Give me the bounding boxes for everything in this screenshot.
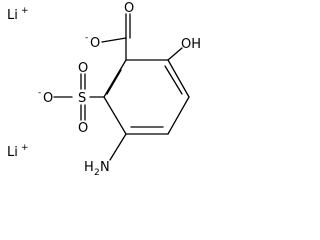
structure-canvas: Li + Li + O - O OH S - O O O H 2 N bbox=[7, 1, 202, 178]
bond-ring-amino bbox=[109, 133, 127, 161]
amino-hydrogen: H bbox=[84, 160, 94, 175]
sulfonate-oxygen-anion: - O bbox=[38, 88, 53, 106]
oxygen-charge: - bbox=[38, 88, 41, 98]
ring-bond-c5-c6 bbox=[167, 59, 190, 98]
ring-bond-c1-c2 bbox=[103, 59, 127, 98]
ring-bond-c4-c5 bbox=[167, 96, 190, 135]
amino-nitrogen: N bbox=[100, 160, 110, 175]
li-charge: + bbox=[21, 143, 29, 153]
bond-ring-hydroxyl bbox=[167, 47, 183, 61]
li-cation-bottom: Li + bbox=[7, 143, 29, 160]
carboxyl-oxygen-anion: - O bbox=[85, 33, 100, 51]
carboxyl-oxygen-double: O bbox=[124, 1, 134, 16]
oxygen-charge: - bbox=[85, 33, 88, 43]
li-symbol: Li bbox=[7, 8, 18, 23]
structure-diagram: Li + Li + O - O OH S - O O O H 2 N bbox=[7, 1, 201, 178]
li-charge: + bbox=[21, 6, 29, 16]
amino-hydrogen-count: 2 bbox=[94, 168, 100, 178]
sulfur-atom: S bbox=[78, 91, 86, 106]
oxygen-symbol: O bbox=[43, 91, 53, 106]
ring-bond-c5-c6-inner bbox=[164, 65, 183, 95]
ring-bond-c2-c3 bbox=[103, 96, 127, 135]
amino-group: H 2 N bbox=[84, 160, 110, 178]
bond-carboxyl-c-o-minus bbox=[101, 37, 127, 43]
sulfonate-oxygen-top: O bbox=[78, 61, 88, 76]
li-symbol: Li bbox=[7, 145, 18, 160]
li-cation-top: Li + bbox=[7, 6, 29, 23]
hydroxyl-group: OH bbox=[181, 37, 201, 52]
oxygen-symbol: O bbox=[90, 36, 100, 51]
sulfonate-oxygen-bottom: O bbox=[78, 121, 88, 136]
ring-bond-c1-c2-inner bbox=[106, 69, 122, 95]
